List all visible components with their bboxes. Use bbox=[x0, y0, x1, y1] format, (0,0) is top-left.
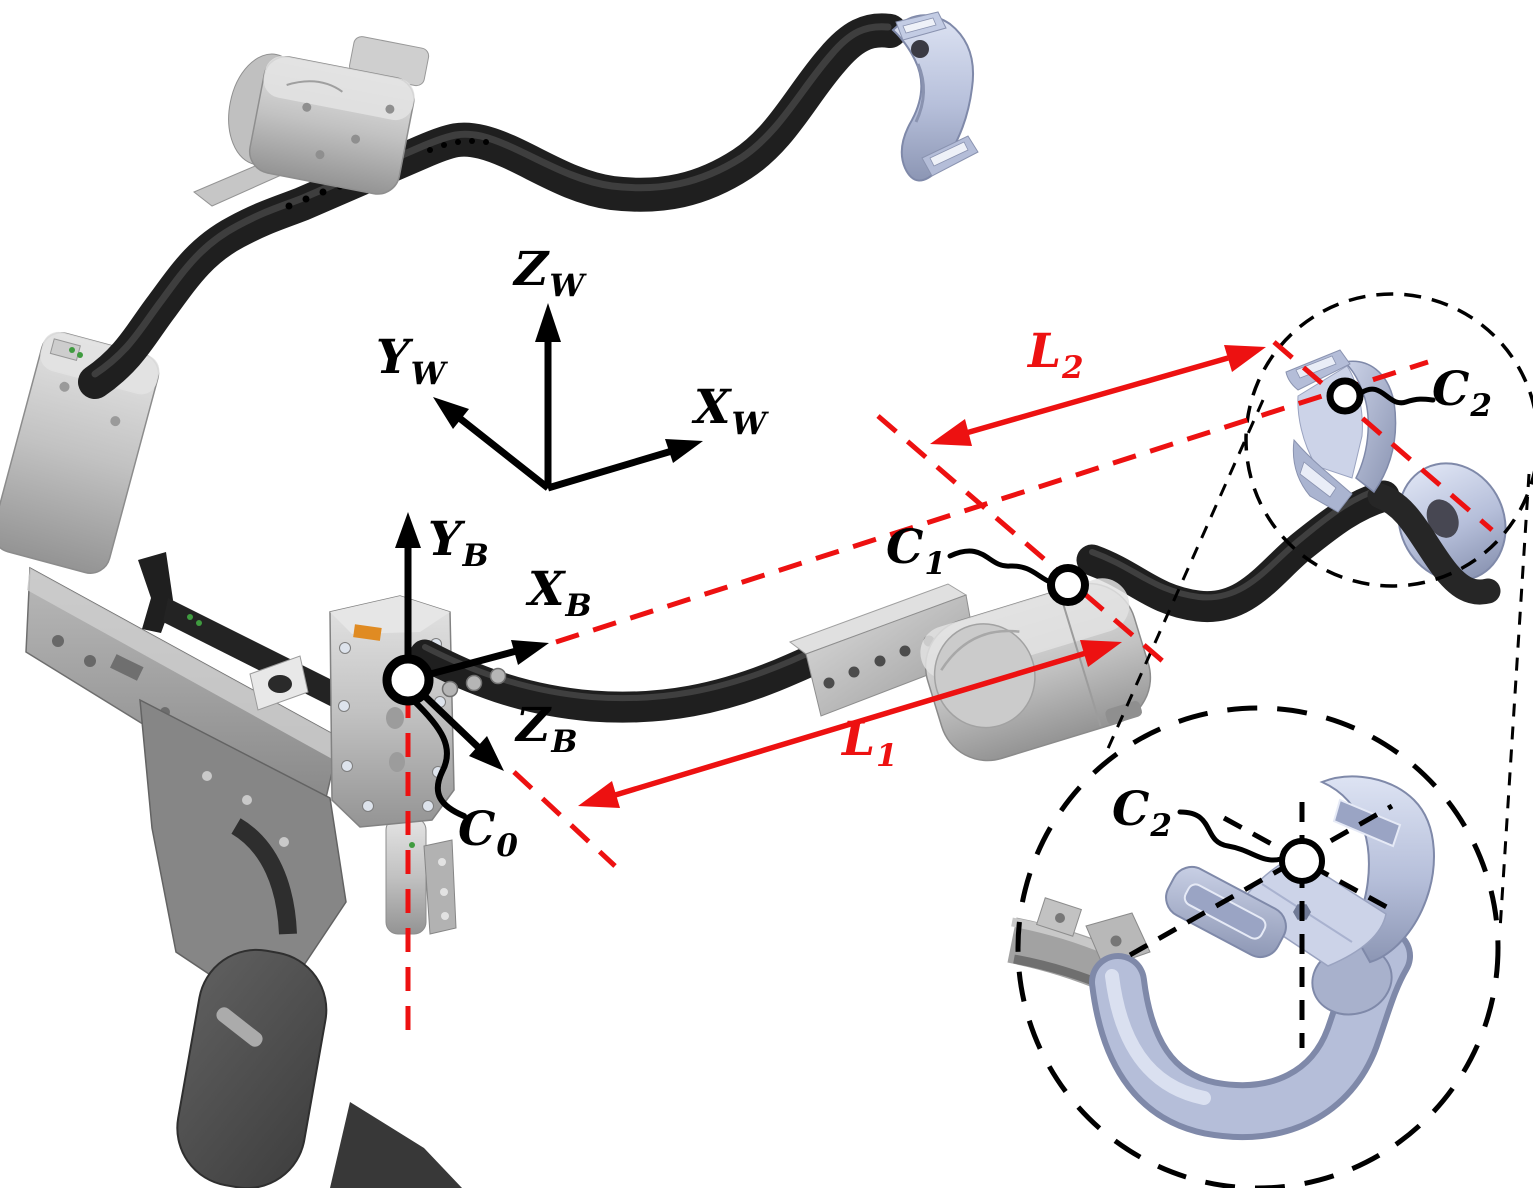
zoom-detail-clamp bbox=[1007, 775, 1435, 1141]
base-actuator bbox=[329, 595, 457, 935]
callout-curves bbox=[410, 386, 1436, 863]
label-point-c2-zoom: C2 bbox=[1112, 782, 1172, 844]
c2-callout-curve bbox=[1358, 386, 1436, 406]
world-frame-axes bbox=[433, 303, 703, 492]
label-axis-zw: ZW bbox=[514, 242, 585, 304]
point-marker-c2-zoom bbox=[1279, 838, 1325, 884]
dimension-l2-arrow bbox=[930, 345, 1266, 446]
c2-zoom-callout-curve bbox=[1177, 809, 1284, 863]
zoom-source-circle bbox=[1244, 292, 1533, 588]
label-axis-xb: XB bbox=[528, 562, 592, 624]
xb-axis-extension-line bbox=[555, 359, 1429, 645]
label-axis-xw: XW bbox=[694, 380, 767, 442]
label-axis-zb: ZB bbox=[516, 698, 578, 760]
red-dashed-extension-lines bbox=[405, 340, 1494, 1040]
zoom-connector-lines bbox=[1104, 399, 1531, 931]
c1-extension-line bbox=[876, 414, 1168, 666]
c1-callout-curve bbox=[947, 548, 1053, 585]
label-dimension-l2: L2 bbox=[1028, 324, 1084, 386]
head-clamp-top-right bbox=[891, 11, 979, 182]
cad-top-strap-assembly bbox=[0, 11, 979, 574]
zoom-detail-circle bbox=[1015, 705, 1501, 1188]
label-axis-yw: YW bbox=[376, 330, 446, 392]
label-point-c1: C1 bbox=[886, 520, 946, 582]
origin-marker-c0 bbox=[382, 654, 434, 706]
label-axis-yb: YB bbox=[428, 512, 489, 574]
c0-extension-line bbox=[512, 770, 617, 868]
c2-extension-line bbox=[1272, 340, 1494, 532]
point-marker-c1 bbox=[1047, 564, 1089, 606]
dimension-l1-arrow bbox=[578, 640, 1122, 808]
label-point-c2: C2 bbox=[1432, 362, 1492, 424]
label-point-c0: C0 bbox=[458, 802, 518, 864]
point-marker-c2 bbox=[1326, 377, 1364, 415]
cad-left-frame-assembly bbox=[25, 552, 462, 1188]
c0-callout-curve bbox=[410, 697, 467, 819]
label-dimension-l1: L1 bbox=[842, 712, 898, 774]
